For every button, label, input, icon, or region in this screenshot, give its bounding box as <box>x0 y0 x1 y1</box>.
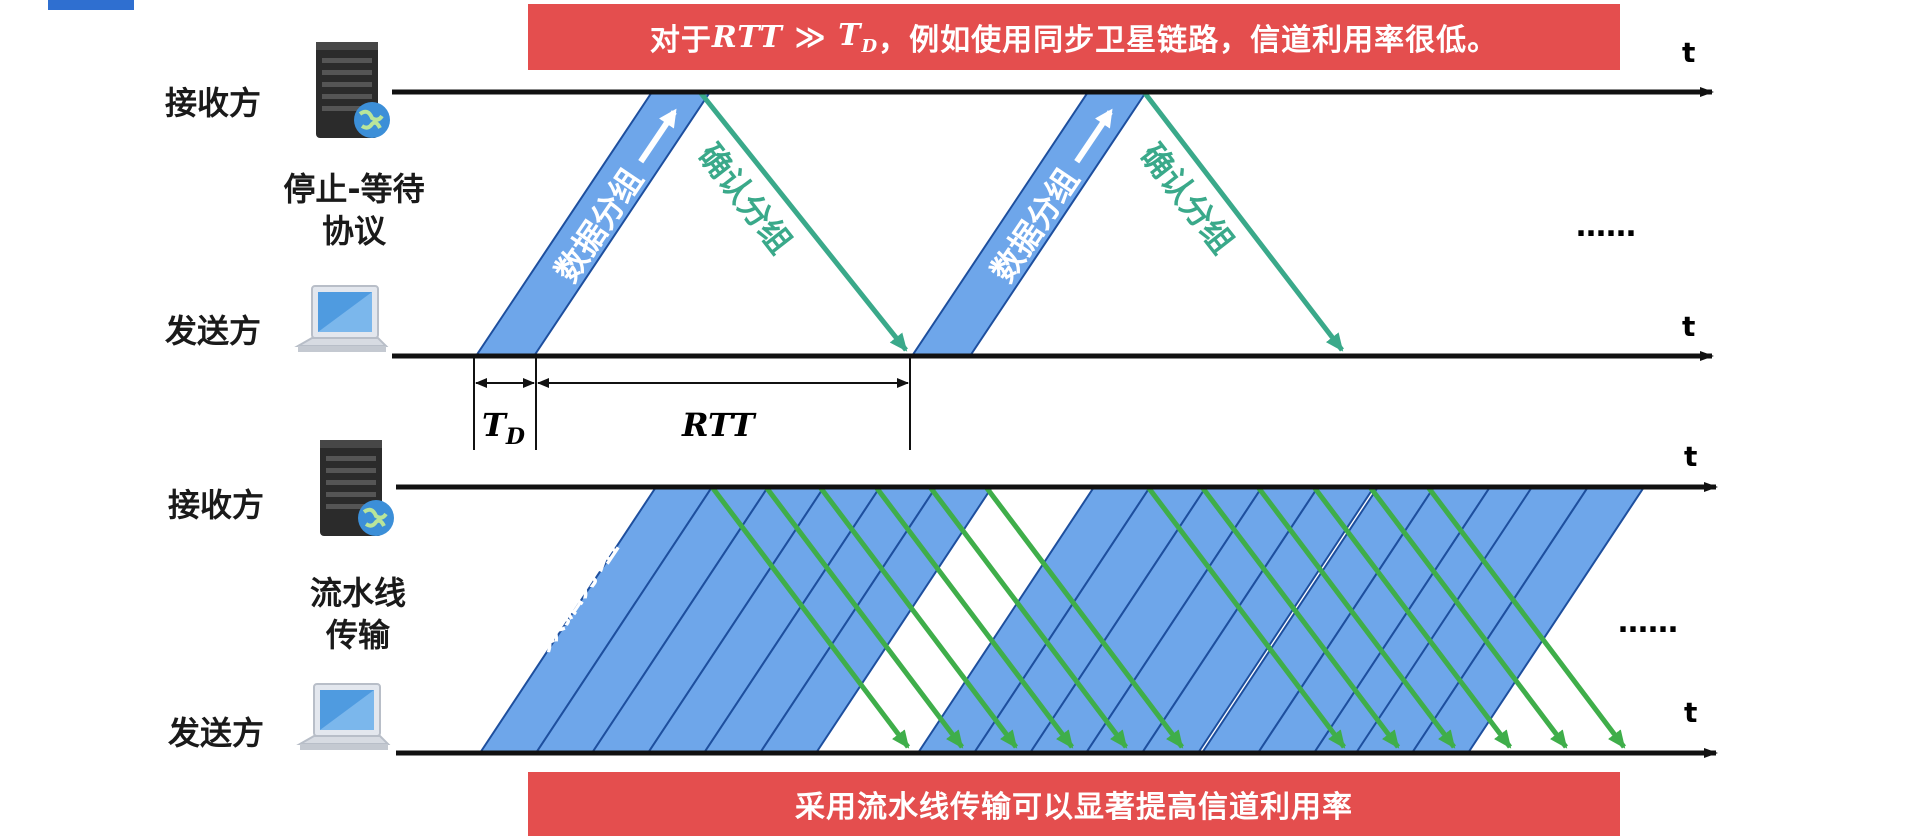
bottom-ellipsis: …… <box>1618 605 1678 640</box>
pipeline-ack-arrow-11 <box>1368 485 1568 749</box>
banner-td: TD <box>838 18 878 57</box>
banner-suffix: ，例如使用同步卫星链路，信道利用率很低。 <box>878 23 1499 58</box>
corner-accent <box>48 0 134 10</box>
bottom-title-line1: 流水线 <box>309 574 406 612</box>
bottom-diagram-title: 流水线 传输 <box>278 572 438 656</box>
pipeline-ack-arrow-3 <box>818 485 1018 749</box>
top-receiver-label: 接收方 <box>165 84 262 122</box>
bottom-sender-label: 发送方 <box>168 714 265 752</box>
pipeline-ack-arrow-6 <box>984 485 1184 749</box>
bottom-receiver-t: t <box>1684 440 1697 473</box>
banner-symbol: ≫ <box>782 19 839 55</box>
banner-td-sub: D <box>861 35 879 57</box>
pipeline-ack-arrow-4 <box>874 485 1074 749</box>
top-diagram-title: 停止-等待 协议 <box>268 168 440 252</box>
bottom-title-line2: 传输 <box>325 616 390 654</box>
pipeline-ack-arrow-2 <box>764 485 964 749</box>
banner-td-main: T <box>838 17 862 53</box>
top-dimension-lines <box>473 356 911 450</box>
top-sender-t: t <box>1682 310 1695 343</box>
td-label: TD <box>482 406 525 450</box>
rtt-label: RTT <box>681 406 757 444</box>
globe-icon-2 <box>358 500 394 536</box>
pipeline-ack-arrow-10 <box>1312 485 1512 749</box>
laptop-icon <box>294 285 389 352</box>
pipeline-ack-arrow-9 <box>1256 485 1456 749</box>
header-banner: 对于 RTT ≫ TD ，例如使用同步卫星链路，信道利用率很低。 <box>528 4 1620 70</box>
top-receiver-t: t <box>1682 36 1695 69</box>
pipeline-ack-arrow-8 <box>1200 485 1400 749</box>
globe-icon <box>354 102 390 138</box>
bottom-receiver-label: 接收方 <box>168 486 265 524</box>
banner-rtt: RTT <box>711 19 783 55</box>
bottom-sender-t: t <box>1684 696 1697 729</box>
top-ack-arrow-2 <box>1142 90 1344 352</box>
top-sender-label: 发送方 <box>165 312 262 350</box>
pipeline-ack-arrow-5 <box>928 485 1128 749</box>
top-title-line1: 停止-等待 <box>283 170 425 208</box>
bottom-ack-arrows <box>710 485 1626 749</box>
server-icon <box>316 42 390 138</box>
top-title-line2: 协议 <box>321 212 386 250</box>
footer-banner: 采用流水线传输可以显著提高信道利用率 <box>528 772 1620 836</box>
banner-prefix: 对于 <box>649 23 712 58</box>
top-ack-arrow-1 <box>698 90 908 352</box>
pipeline-ack-arrow-1 <box>710 485 910 749</box>
laptop-icon-2 <box>296 683 391 750</box>
top-ellipsis: …… <box>1576 209 1636 244</box>
pipeline-ack-arrow-7 <box>1146 485 1346 749</box>
bottom-data-packets <box>478 486 1646 754</box>
server-icon-2 <box>320 440 394 536</box>
pipeline-ack-arrow-12 <box>1426 485 1626 749</box>
